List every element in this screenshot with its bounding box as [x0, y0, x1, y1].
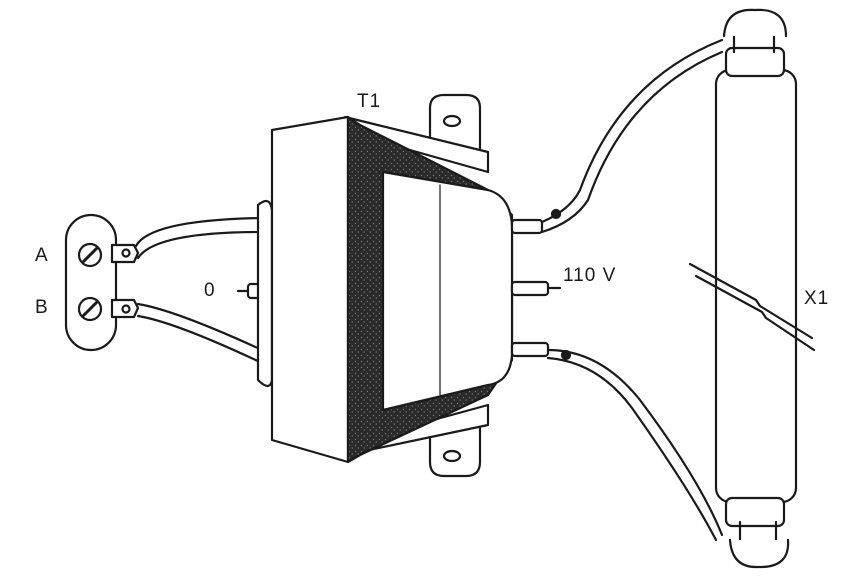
transformer — [256, 93, 514, 478]
center-tap-label: 0 — [204, 280, 216, 301]
mains-voltage-label: 110 V — [563, 265, 617, 286]
terminal-block — [64, 213, 140, 352]
fluorescent-lamp — [688, 8, 816, 569]
lamp-label: X1 — [804, 288, 830, 309]
screw-b-icon — [77, 296, 103, 322]
terminal-a-label: A — [35, 245, 49, 266]
secondary-wires — [134, 216, 264, 365]
primary-leads — [510, 218, 562, 358]
terminal-b-label: B — [35, 297, 49, 318]
transformer-label: T1 — [357, 91, 382, 112]
screw-a-icon — [77, 242, 103, 268]
lamp-wires — [540, 38, 724, 542]
